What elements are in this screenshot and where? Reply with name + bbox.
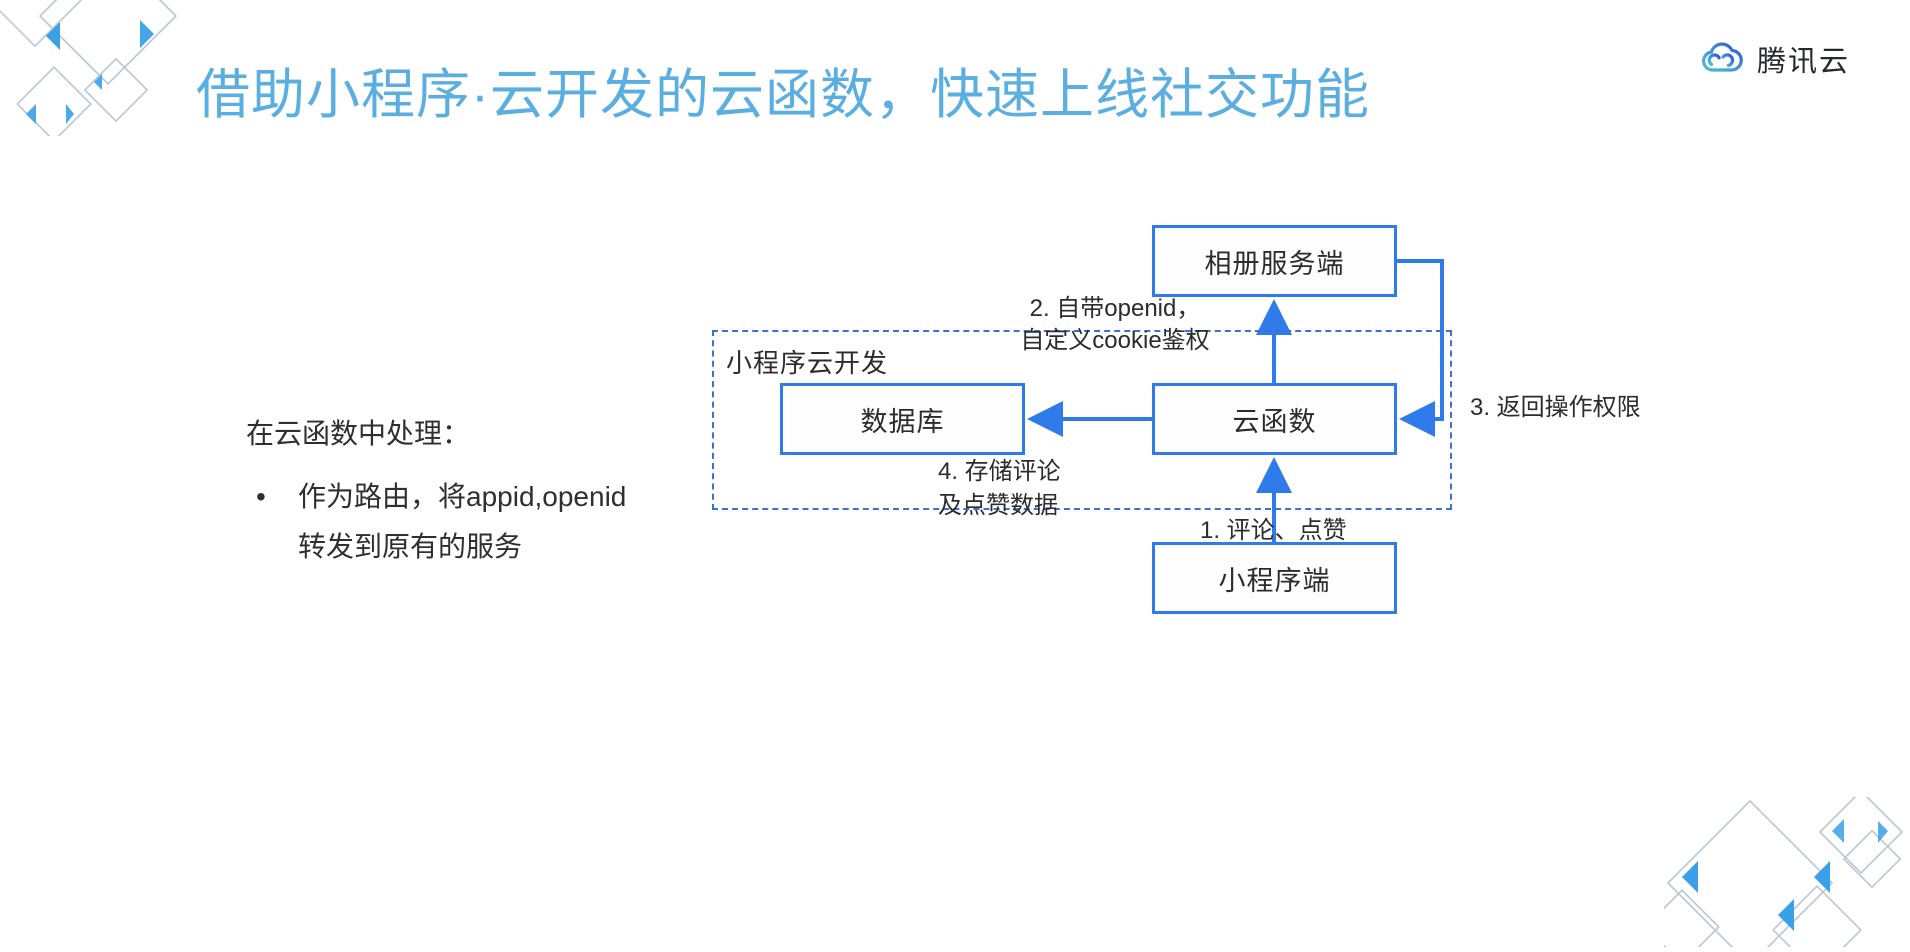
slide-header: 借助小程序·云开发的云函数，快速上线社交功能 腾讯云 (0, 0, 1910, 125)
description-bullet-list: • 作为路由，将appid,openid 转发到原有的服务 (246, 472, 716, 572)
cloud-dev-group-label: 小程序云开发 (726, 348, 889, 378)
node-album-server[interactable]: 相册服务端 (1152, 225, 1397, 297)
cloud-dev-group-container (712, 330, 1452, 510)
list-item-line-2: 转发到原有的服务 (298, 531, 523, 562)
decoration-bottom-right (1644, 789, 1910, 952)
node-cloud-function[interactable]: 云函数 (1152, 383, 1397, 455)
list-item: 转发到原有的服务 (246, 522, 716, 572)
edge-label-step-2-line-1: 2. 自带openid， (1029, 295, 1201, 322)
edge-label-step-2: 2. 自带openid， 自定义cookie鉴权 (990, 293, 1240, 357)
edge-album-to-cloudfn (1397, 259, 1444, 437)
edge-label-step-4-line-1: 4. 存储评论 (938, 458, 1061, 485)
node-database[interactable]: 数据库 (780, 383, 1025, 455)
edge-label-step-4-line-2: 及点赞数据 (938, 492, 1058, 519)
edge-label-step-1: 1. 评论、点赞 (1200, 517, 1347, 544)
page-title: 借助小程序·云开发的云函数，快速上线社交功能 (196, 65, 1370, 126)
edge-label-step-2-line-2: 自定义cookie鉴权 (1020, 327, 1210, 354)
edge-label-step-3: 3. 返回操作权限 (1470, 394, 1641, 421)
list-item-line-1: 作为路由，将appid,openid (298, 481, 627, 512)
tencent-cloud-logo-icon (1699, 40, 1745, 79)
brand-name: 腾讯云 (1756, 46, 1850, 78)
description-lead: 在云函数中处理： (246, 418, 471, 449)
bullet-glyph: • (256, 481, 266, 512)
node-mini-program-client[interactable]: 小程序端 (1152, 542, 1397, 614)
edge-label-step-4: 4. 存储评论 及点赞数据 (938, 455, 1061, 523)
description-block: 在云函数中处理： • 作为路由，将appid,openid 转发到原有的服务 (246, 412, 716, 572)
architecture-diagram: 小程序云开发 相册服务端 云函数 数据库 小程序端 2. 自带openid， 自… (712, 225, 1840, 675)
list-item: • 作为路由，将appid,openid (246, 472, 716, 522)
brand-logo: 腾讯云 (1699, 38, 1850, 80)
